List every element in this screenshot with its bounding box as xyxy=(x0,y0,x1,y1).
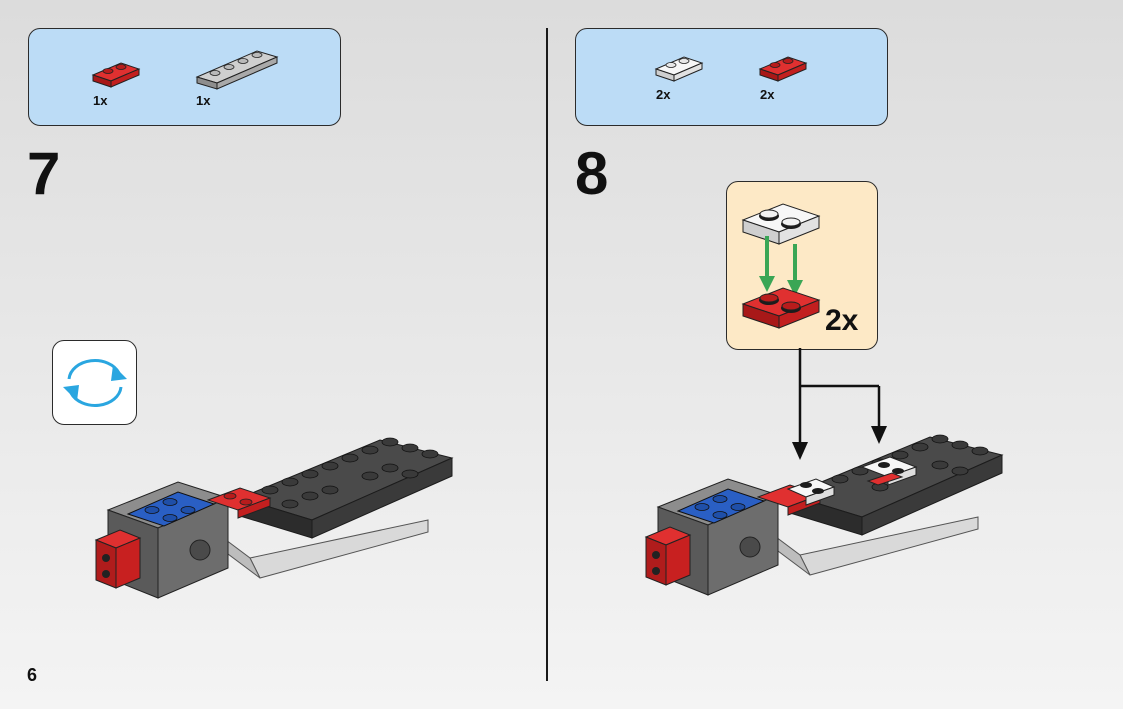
rotate-model-box xyxy=(52,340,137,425)
step-8-model xyxy=(644,434,1004,596)
red-plate-subassembly xyxy=(741,287,821,329)
step-7-number: 7 xyxy=(27,140,61,207)
step-7-part-2-qty: 1x xyxy=(196,93,211,108)
panel-divider xyxy=(546,28,548,681)
placement-arrows xyxy=(792,348,887,460)
white-plate-subassembly xyxy=(741,203,821,245)
white-plate-1x2-icon xyxy=(654,56,704,82)
red-plate-1x2-icon xyxy=(758,56,808,82)
step-7-panel: 1x 1x 7 xyxy=(0,0,561,709)
step-7-model xyxy=(94,437,454,599)
callout-qty: 2x xyxy=(825,304,859,337)
page-number: 6 xyxy=(27,665,38,685)
step-8-number: 8 xyxy=(575,140,609,207)
sub-assembly-callout: 2x xyxy=(726,181,878,350)
step-8-parts-list: 2x 2x xyxy=(575,28,888,126)
green-arrows xyxy=(759,236,803,296)
rotate-model-icon xyxy=(63,359,127,407)
gray-plate-1x4-icon xyxy=(195,50,279,90)
step-8-part-1-qty: 2x xyxy=(656,87,671,102)
step-8-part-2-qty: 2x xyxy=(760,87,775,102)
step-7-part-1-qty: 1x xyxy=(93,93,108,108)
step-8-panel: 2x 2x 8 xyxy=(548,0,1123,709)
step-7-parts-list: 1x 1x xyxy=(28,28,341,126)
red-plate-1x2-icon xyxy=(91,62,141,88)
